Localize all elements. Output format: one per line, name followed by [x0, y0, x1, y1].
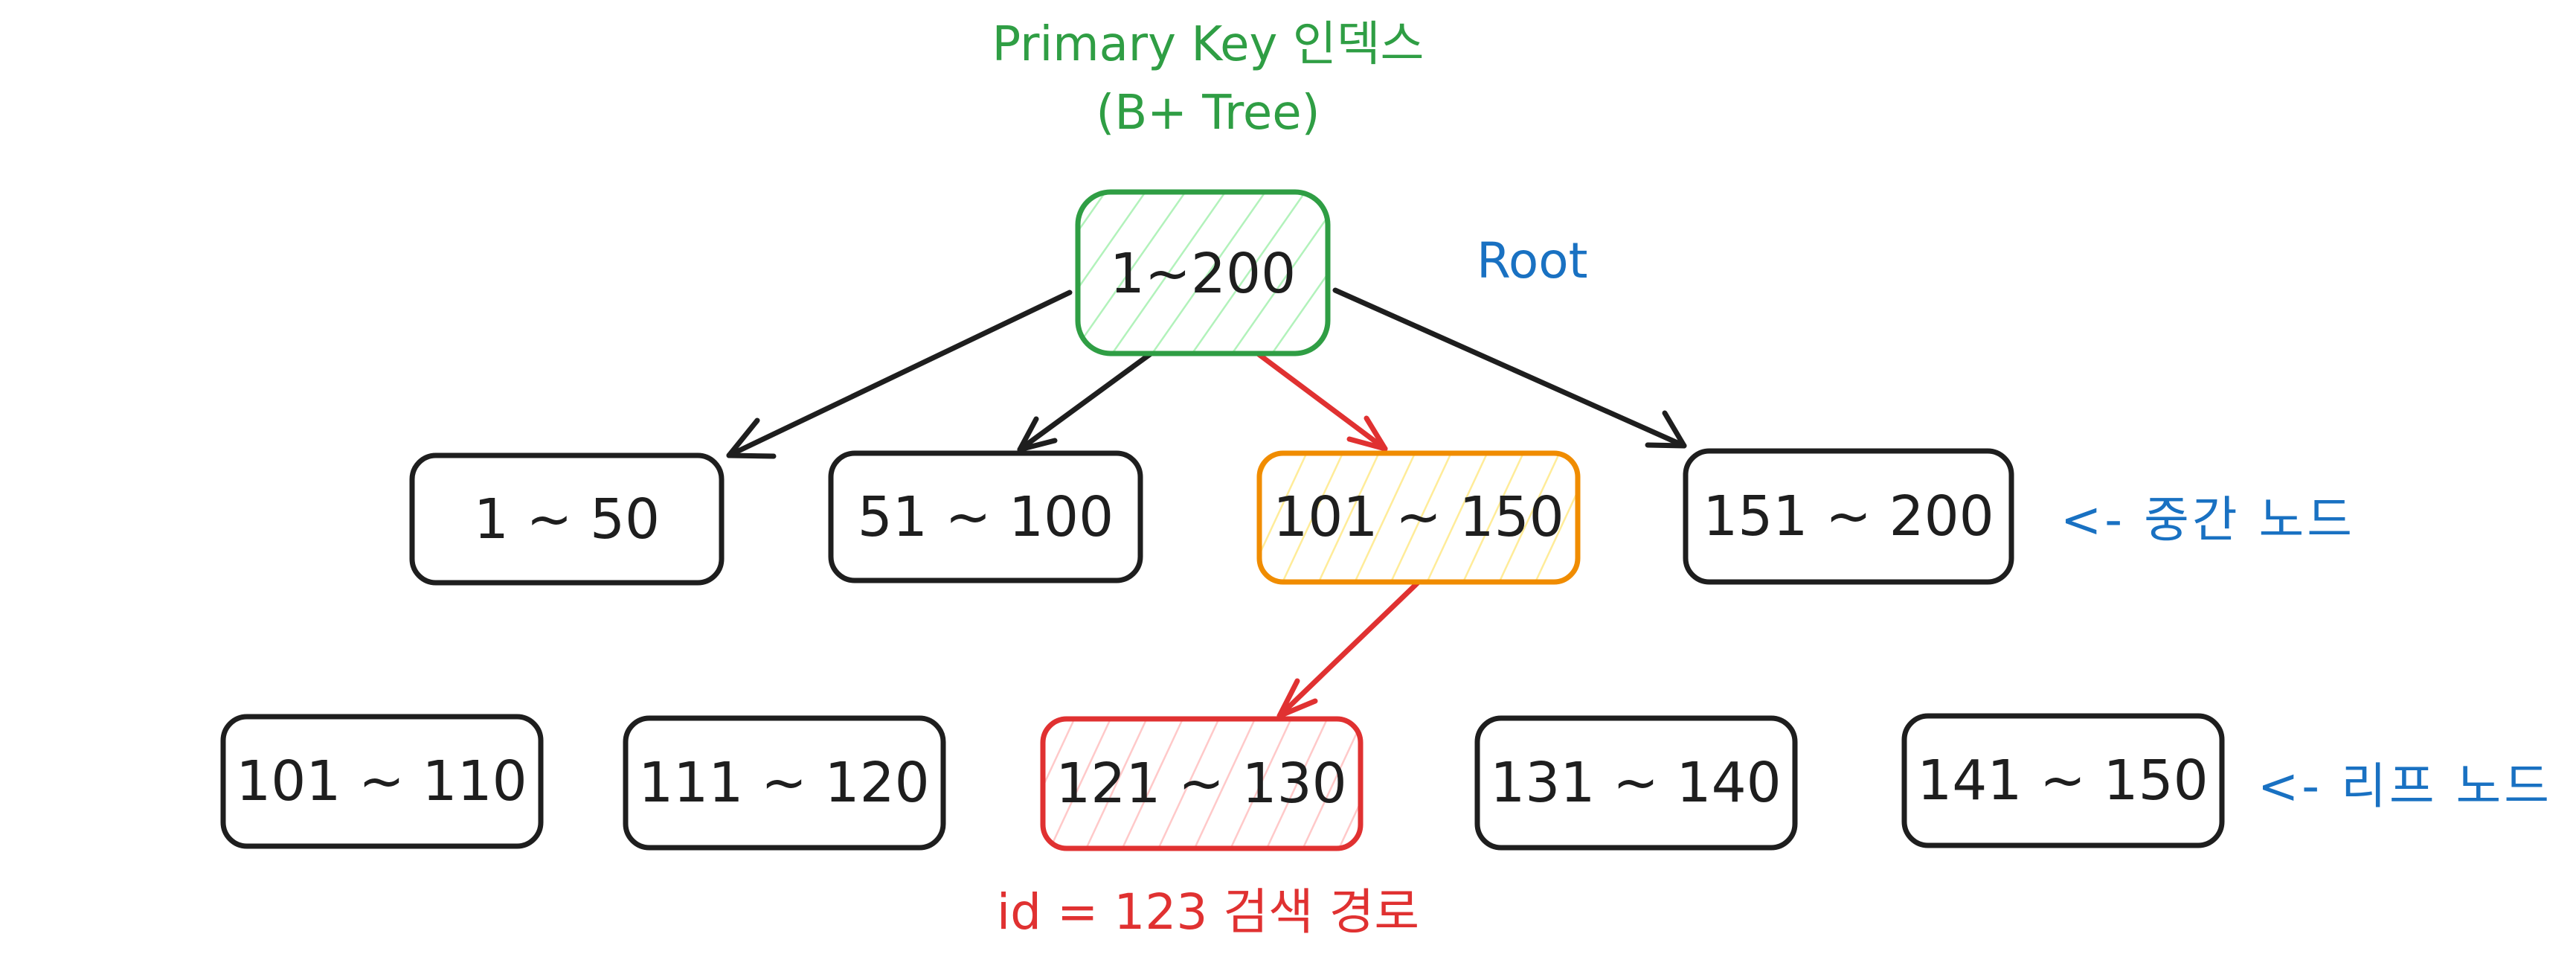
internal-node-label: 101 ~ 150 [1273, 485, 1564, 549]
leaf-node[interactable]: 141 ~ 150 [1901, 713, 2225, 848]
diagram-title: Primary Key 인덱스 (B+ Tree) [836, 10, 1580, 147]
root-node[interactable]: 1~200 [1075, 189, 1331, 356]
internal-node-label: 151 ~ 200 [1703, 484, 1994, 548]
leaf-node[interactable]: 101 ~ 110 [220, 714, 544, 849]
internal-node-label: 51 ~ 100 [858, 485, 1114, 549]
leaf-node-search-target[interactable]: 121 ~ 130 [1040, 716, 1364, 851]
edges [726, 287, 1687, 719]
internal-node[interactable]: 1 ~ 50 [409, 452, 725, 586]
internal-node[interactable]: 51 ~ 100 [828, 450, 1143, 583]
leaf-node-label: 111 ~ 120 [638, 751, 930, 815]
internal-nodes-annotation: <- 중간 노드 [2061, 491, 2355, 548]
leaf-node[interactable]: 111 ~ 120 [623, 715, 946, 851]
root-annotation: Root [1477, 232, 1588, 289]
edge-root-internal-2-highlight [1256, 351, 1388, 452]
leaf-node-label: 141 ~ 150 [1917, 749, 2209, 813]
internal-node-search-path[interactable]: 101 ~ 150 [1256, 450, 1581, 585]
leaf-nodes-annotation: <- 리프 노드 [2258, 758, 2552, 815]
leaf-node[interactable]: 131 ~ 140 [1474, 715, 1798, 851]
diagram-title-line1: Primary Key 인덱스 [992, 17, 1424, 72]
root-node-label: 1~200 [1110, 242, 1296, 306]
leaf-node-label: 131 ~ 140 [1490, 751, 1782, 815]
diagram-title-line2: (B+ Tree) [1096, 86, 1320, 141]
edge-root-internal-3 [1332, 287, 1687, 449]
leaf-node-label: 101 ~ 110 [236, 749, 527, 813]
edge-root-internal-1 [1017, 351, 1153, 452]
leaf-node-label: 121 ~ 130 [1056, 752, 1347, 816]
search-path-caption: id = 123 검색 경로 [996, 883, 1420, 941]
edge-root-internal-0 [726, 289, 1073, 459]
internal-node-label: 1 ~ 50 [474, 487, 660, 551]
internal-node[interactable]: 151 ~ 200 [1683, 448, 2014, 585]
edge-internal-2-leaf-2-highlight [1276, 579, 1422, 719]
